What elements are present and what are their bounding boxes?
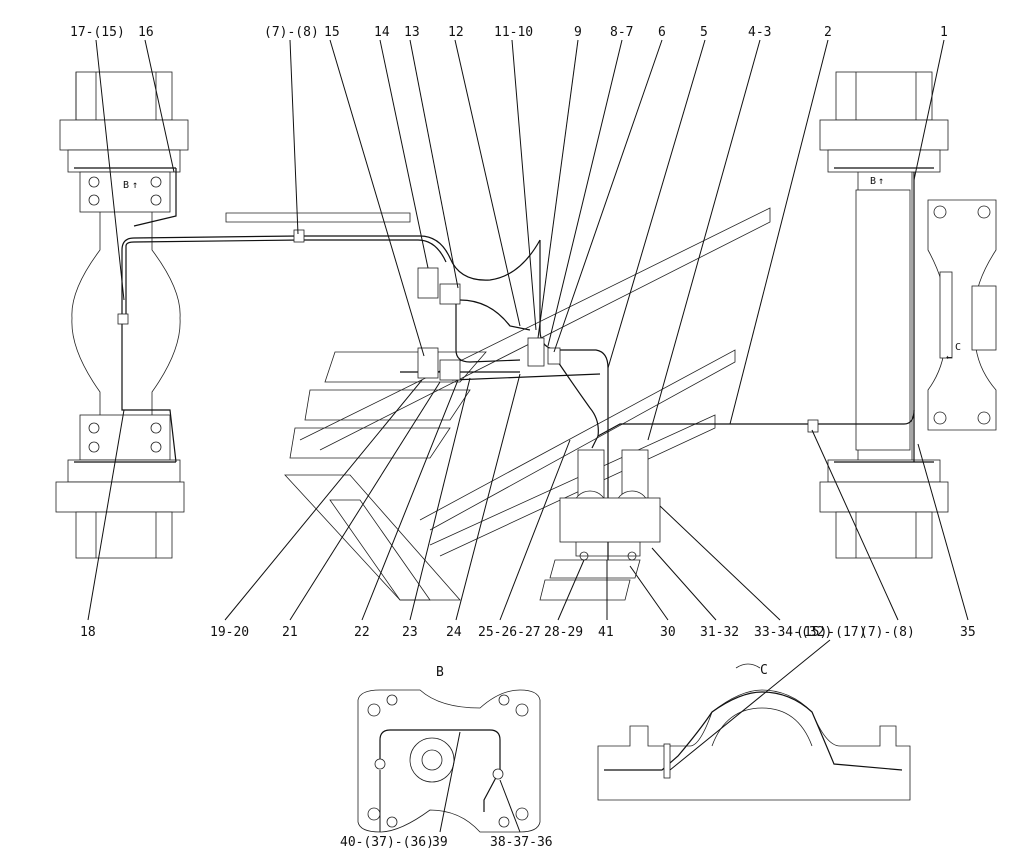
callout-label: 19-20: [210, 625, 249, 640]
callout-label: 24: [446, 625, 462, 640]
view-markers: B ↑ B ↑ C ←: [123, 176, 961, 363]
callouts-top: 17-(15) 16 (7)-(8) 15 14 13 12 11-10 9 8…: [70, 25, 948, 40]
callout-label: 15: [324, 25, 340, 40]
detail-view-b: B 40-(37)-(36) 39 38-37-36: [340, 665, 553, 850]
view-b-label: 38-37-36: [490, 835, 553, 850]
callout-label: 22: [354, 625, 370, 640]
left-arrow-icon: ←: [946, 352, 952, 363]
view-b-marker-left: B: [123, 180, 129, 191]
callout-label: 18: [80, 625, 96, 640]
callouts-bottom: 18 19-20 21 22 23 24 25-26-27 28-29 41 3…: [80, 625, 976, 640]
callout-label: 2: [824, 25, 832, 40]
view-b-marker-right: B: [870, 176, 876, 187]
callout-label: 13: [404, 25, 420, 40]
callout-label: 8-7: [610, 25, 633, 40]
callout-label: 12: [448, 25, 464, 40]
callout-label: 1: [940, 25, 948, 40]
brake-pipes: [117, 168, 915, 561]
callout-label: 16: [138, 25, 154, 40]
view-c-label: (15)-(17): [796, 625, 866, 640]
callout-label: 33-34-(32): [754, 625, 832, 640]
view-c-title: C: [760, 663, 768, 678]
detail-view-c: C (15)-(17): [597, 625, 911, 801]
view-c-marker: C: [955, 342, 961, 353]
callout-label: 14: [374, 25, 390, 40]
up-arrow-icon: ↑: [132, 180, 138, 191]
callout-label: (7)-(8): [860, 625, 915, 640]
view-b-label: 39: [432, 835, 448, 850]
right-axle: [819, 71, 997, 559]
callout-label: 5: [700, 25, 708, 40]
callout-label: 30: [660, 625, 676, 640]
callout-label: 25-26-27: [478, 625, 541, 640]
callout-label: 11-10: [494, 25, 533, 40]
callout-label: (7)-(8): [264, 25, 319, 40]
left-axle: [55, 71, 189, 559]
callout-label: 4-3: [748, 25, 771, 40]
callout-label: 9: [574, 25, 582, 40]
view-b-label: 40-(37)-(36): [340, 835, 434, 850]
callout-label: 35: [960, 625, 976, 640]
callout-label: 41: [598, 625, 614, 640]
callout-label: 28-29: [544, 625, 583, 640]
callout-label: 23: [402, 625, 418, 640]
callout-label: 31-32: [700, 625, 739, 640]
callout-label: 6: [658, 25, 666, 40]
up-arrow-icon: ↑: [878, 176, 884, 187]
callout-label: 17-(15): [70, 25, 125, 40]
leader-lines: [87, 39, 969, 621]
callout-label: 21: [282, 625, 298, 640]
view-b-title: B: [436, 665, 444, 680]
